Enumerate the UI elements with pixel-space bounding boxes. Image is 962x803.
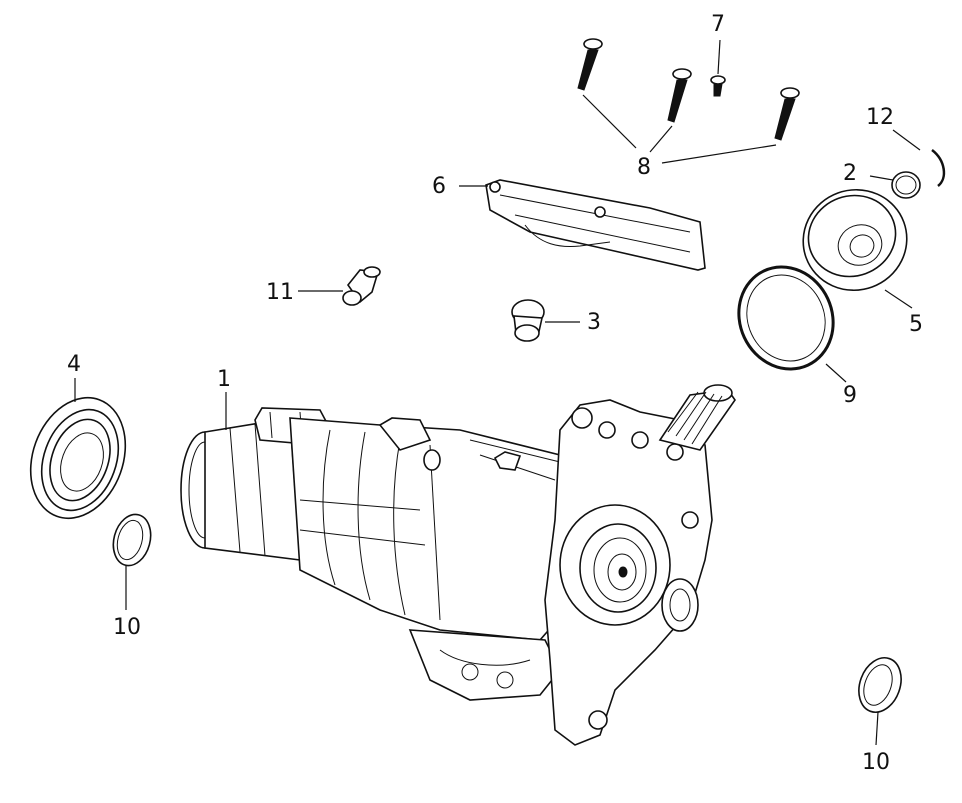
part-10-plug-right: [858, 657, 902, 713]
callout-9: 9: [843, 383, 857, 408]
part-5-cover-plate: [802, 188, 908, 292]
callout-8: 8: [637, 155, 651, 180]
part-3-cap: [511, 299, 545, 342]
callout-10-left: 10: [113, 615, 141, 640]
part-2-ring: [891, 171, 921, 199]
leader-lines: [74, 39, 921, 746]
part-7-screw: [710, 75, 726, 97]
callout-12: 12: [866, 105, 894, 130]
part-6-cover: [485, 179, 706, 271]
part-10-plug-left: [112, 513, 152, 567]
callout-7: 7: [711, 12, 725, 37]
callout-4: 4: [67, 352, 81, 377]
part-1-housing: [180, 384, 736, 746]
part-12-snap-ring: [931, 149, 946, 187]
callout-5: 5: [909, 312, 923, 337]
callout-1: 1: [217, 367, 231, 392]
callout-2: 2: [843, 161, 857, 186]
part-9-gasket: [737, 265, 835, 371]
part-11-fitting: [342, 266, 381, 306]
part-4-seal: [29, 396, 127, 520]
callout-10-right: 10: [862, 750, 890, 775]
callout-11: 11: [266, 280, 294, 305]
callout-3: 3: [587, 310, 601, 335]
part-8-bolts: [577, 38, 800, 141]
callout-6: 6: [432, 174, 446, 199]
